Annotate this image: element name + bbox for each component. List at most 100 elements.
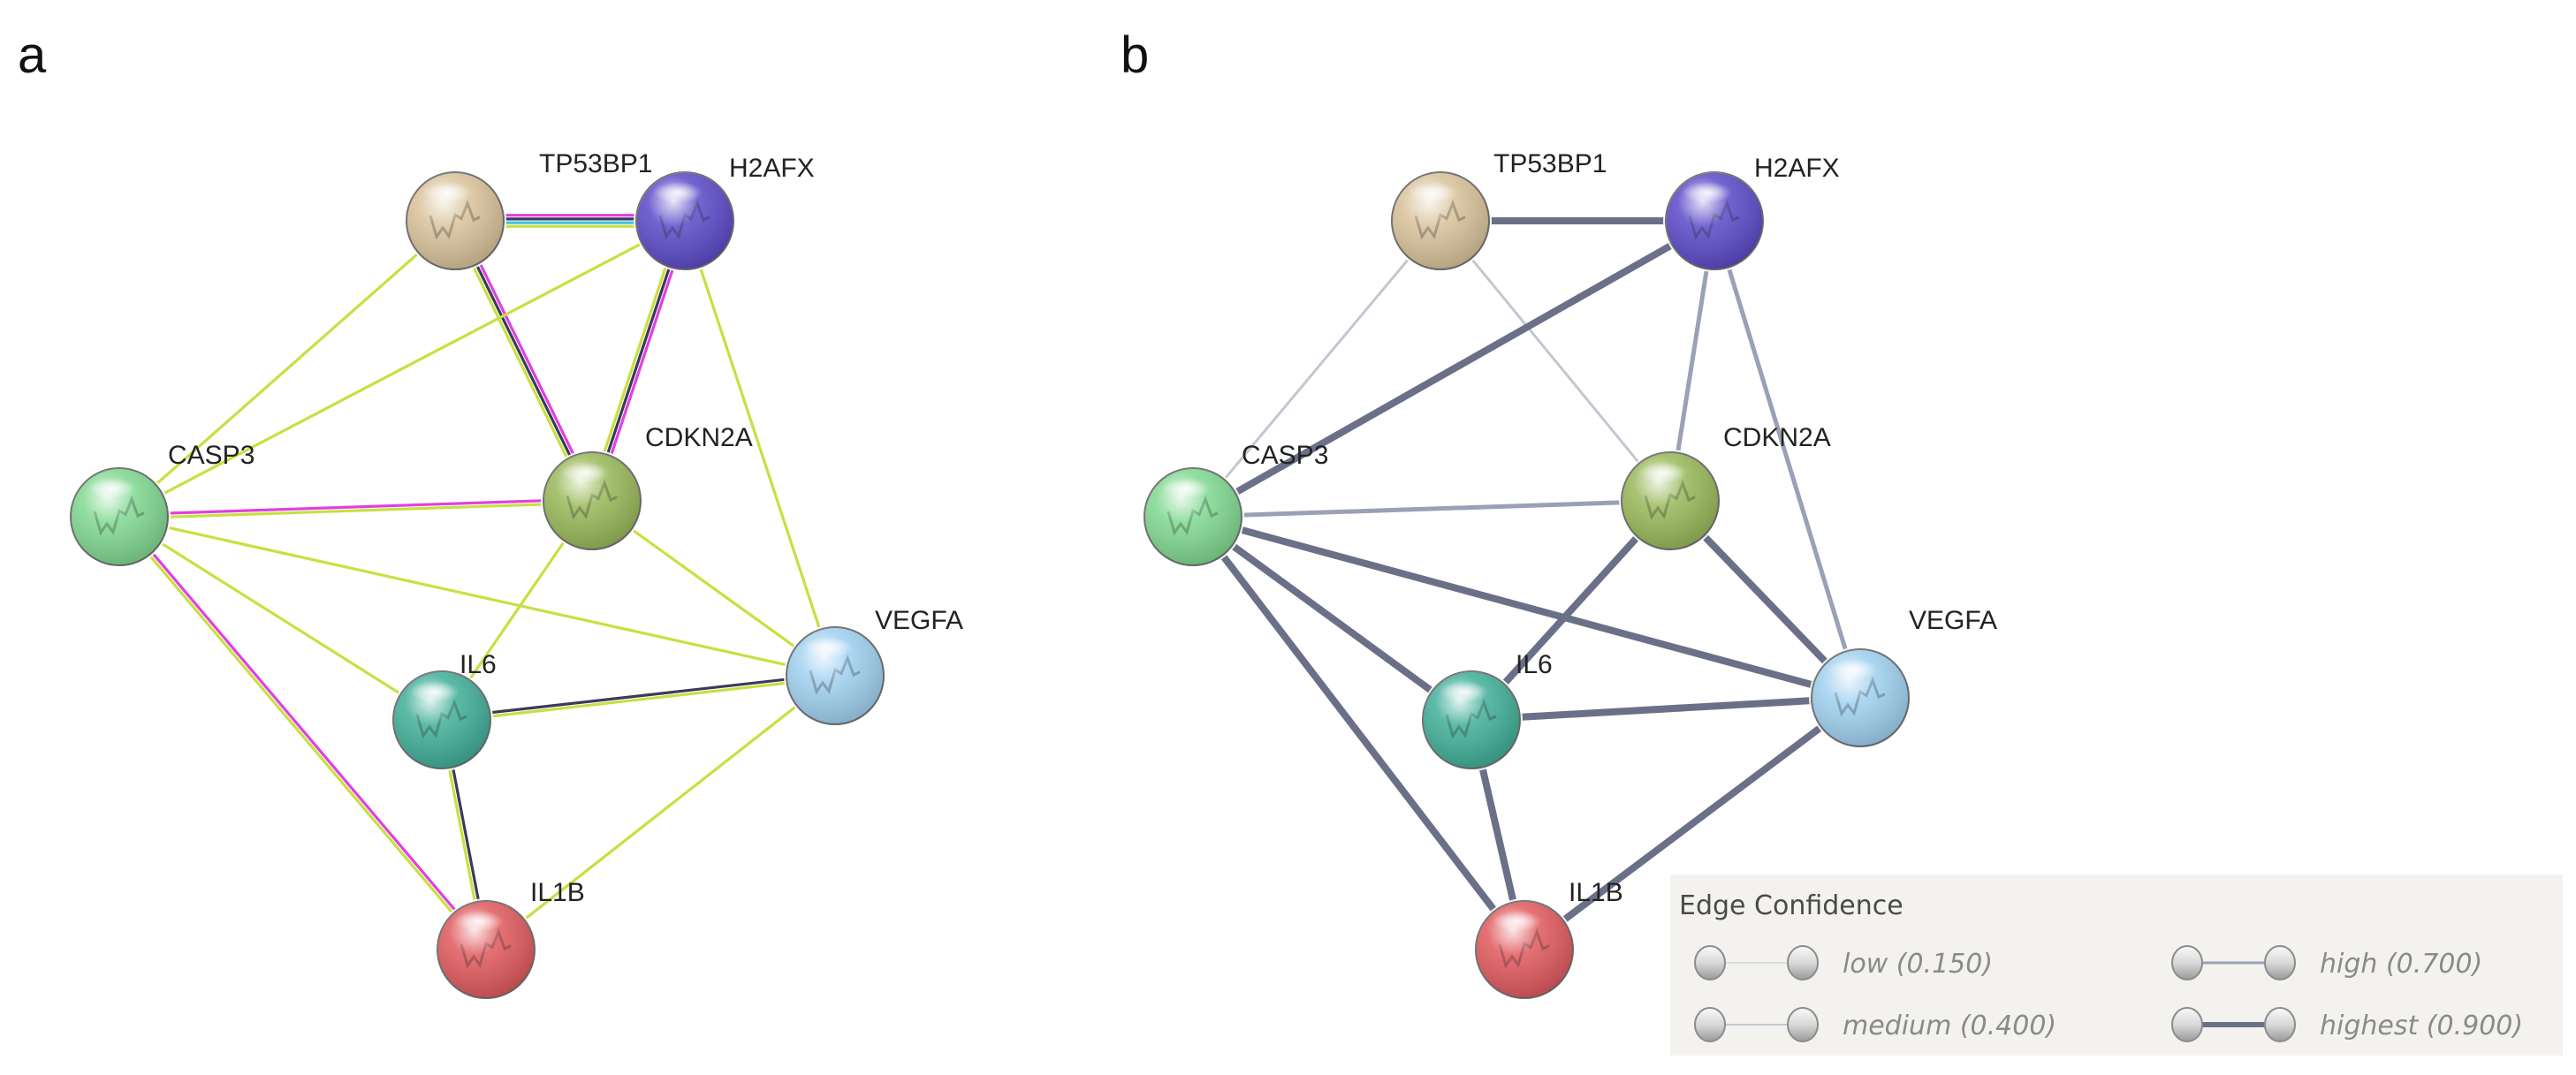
- edge-casp3-il6: [118, 515, 444, 722]
- edge-casp3-il6-evidence-1: [118, 515, 444, 722]
- node-cdkn2a-gloss: [560, 462, 610, 483]
- edge-tp53bp1-casp3-evidence-1: [118, 219, 457, 519]
- node-h2afx-gloss: [1683, 182, 1732, 203]
- node-il1b[interactable]: IL1B: [1473, 878, 1623, 1001]
- node-cdkn2a[interactable]: CDKN2A: [1619, 423, 1831, 552]
- panel-letter-b: b: [1121, 26, 1149, 84]
- edge-vegfa-il1b: [484, 674, 837, 951]
- legend-item-highest: highest (0.900): [2171, 1007, 2523, 1042]
- edge-casp3-cdkn2a-evidence-2: [118, 501, 594, 520]
- edge-tp53bp1-casp3: [1191, 219, 1442, 519]
- node-casp3-gloss: [87, 478, 137, 499]
- edge-casp3-vegfa: [118, 515, 837, 678]
- edge-confidence-legend: Edge Confidence low (0.150) medium (0.400…: [1670, 874, 2563, 1056]
- node-cdkn2a-label: CDKN2A: [645, 423, 753, 452]
- legend-item-highest-label: highest (0.900): [2320, 1011, 2523, 1041]
- edge-h2afx-vegfa-evidence-1: [683, 219, 837, 678]
- edge-tp53bp1-casp3-line: [1191, 219, 1442, 519]
- legend-items: low (0.150) medium (0.400) high (0.700) hig…: [1694, 945, 2523, 1042]
- node-tp53bp1-label: TP53BP1: [539, 149, 652, 178]
- node-tp53bp1[interactable]: TP53BP1: [1389, 149, 1607, 272]
- edge-h2afx-casp3: [1189, 217, 1718, 520]
- edge-vegfa-il1b: [1521, 694, 1864, 953]
- node-il1b[interactable]: IL1B: [435, 878, 585, 1001]
- node-il6-label: IL6: [460, 650, 497, 679]
- node-h2afx[interactable]: H2AFX: [1663, 154, 1840, 272]
- legend-item-high: high (0.700): [2171, 945, 2482, 980]
- edge-casp3-il1b: [1189, 513, 1528, 953]
- edge-h2afx-casp3-line: [1189, 217, 1718, 520]
- edge-casp3-vegfa-evidence-1: [118, 515, 837, 678]
- edge-tp53bp1-cdkn2a-evidence-2: [453, 219, 594, 503]
- edges-panel-a: [116, 214, 837, 952]
- edge-h2afx-vegfa: [1712, 218, 1863, 700]
- node-casp3-label: CASP3: [168, 441, 255, 470]
- nodes-panel-b: TP53BP1 H2AFX CASP3 CDKN2A IL6 VEGFA IL1B: [1142, 149, 1997, 1001]
- node-il1b-gloss: [1493, 911, 1542, 932]
- legend-item-medium-ball-2: [1787, 1007, 1819, 1042]
- edge-tp53bp1-cdkn2a: [1439, 219, 1672, 503]
- legend-item-low-label: low (0.150): [1843, 949, 1993, 980]
- node-cdkn2a[interactable]: CDKN2A: [541, 423, 753, 552]
- legend-item-high-label: high (0.700): [2320, 949, 2482, 980]
- legend-item-medium: medium (0.400): [1694, 1007, 2056, 1042]
- edge-casp3-il1b-line: [1189, 513, 1528, 953]
- node-il6-gloss: [1440, 681, 1489, 702]
- edge-tp53bp1-cdkn2a-evidence-1: [457, 217, 597, 501]
- node-casp3-gloss: [1161, 478, 1211, 499]
- legend-item-medium-label: medium (0.400): [1843, 1011, 2056, 1041]
- edge-tp53bp1-cdkn2a-line: [1439, 219, 1672, 503]
- node-il1b-gloss: [454, 911, 504, 932]
- node-cdkn2a-label: CDKN2A: [1723, 423, 1831, 452]
- legend-item-medium-ball-1: [1694, 1007, 1726, 1042]
- edge-casp3-cdkn2a: [1190, 498, 1673, 519]
- legend-item-highest-ball-1: [2171, 1007, 2203, 1042]
- node-h2afx-label: H2AFX: [1754, 154, 1840, 183]
- edge-h2afx-vegfa-line: [1712, 218, 1863, 700]
- edge-il6-vegfa-evidence-1: [440, 672, 837, 720]
- node-vegfa-gloss: [803, 637, 853, 658]
- panel-letter-a: a: [18, 26, 47, 84]
- node-vegfa[interactable]: VEGFA: [784, 606, 963, 727]
- edge-casp3-il1b-evidence-2: [116, 516, 486, 952]
- node-cdkn2a-gloss: [1638, 462, 1688, 483]
- edges-panel-b: [1189, 217, 1864, 953]
- node-il6[interactable]: IL6: [1420, 650, 1553, 771]
- node-casp3[interactable]: CASP3: [1142, 441, 1328, 568]
- edge-h2afx-casp3: [118, 219, 687, 519]
- legend-title: Edge Confidence: [1679, 890, 1904, 921]
- legend-background: [1670, 874, 2563, 1056]
- edge-casp3-cdkn2a-evidence-1: [118, 497, 594, 517]
- node-il6-gloss: [410, 681, 460, 702]
- edge-vegfa-il1b-evidence-1: [484, 674, 837, 951]
- legend-item-low-ball-2: [1787, 945, 1819, 980]
- legend-item-highest-ball-2: [2264, 1007, 2296, 1042]
- node-casp3-label: CASP3: [1242, 441, 1328, 470]
- edge-tp53bp1-casp3: [118, 219, 457, 519]
- node-vegfa[interactable]: VEGFA: [1809, 606, 1997, 749]
- legend-item-high-ball-2: [2264, 945, 2296, 980]
- edge-casp3-cdkn2a: [118, 497, 594, 520]
- edge-tp53bp1-cdkn2a: [450, 217, 597, 504]
- node-h2afx[interactable]: H2AFX: [634, 154, 815, 272]
- legend-item-low-ball-1: [1694, 945, 1726, 980]
- panel-a: a TP53BP1 H2AFX CASP3 CDKN2A IL6 VEGFA IL1B: [18, 26, 963, 1001]
- panel-b: b TP53BP1 H2AFX CASP3 CDKN2A IL6 VEGFA IL1B: [1121, 26, 1997, 1001]
- edge-il6-vegfa: [1468, 694, 1864, 723]
- node-il6[interactable]: IL6: [391, 650, 497, 771]
- edge-casp3-il6-line: [1189, 513, 1475, 723]
- node-h2afx-label: H2AFX: [729, 154, 815, 183]
- node-tp53bp1-gloss: [423, 182, 473, 203]
- legend-item-high-ball-1: [2171, 945, 2203, 980]
- edge-il6-vegfa-line: [1468, 694, 1864, 723]
- edge-casp3-vegfa-line: [1189, 513, 1864, 701]
- node-casp3[interactable]: CASP3: [68, 441, 255, 568]
- edge-vegfa-il1b-line: [1521, 694, 1864, 953]
- edge-il6-vegfa: [440, 672, 837, 723]
- node-il1b-label: IL1B: [530, 878, 585, 907]
- edge-casp3-vegfa: [1189, 513, 1864, 701]
- node-tp53bp1[interactable]: TP53BP1: [404, 149, 652, 272]
- node-il1b-label: IL1B: [1569, 878, 1623, 907]
- edge-casp3-il1b: [116, 514, 490, 952]
- edge-casp3-il1b-evidence-1: [119, 514, 490, 950]
